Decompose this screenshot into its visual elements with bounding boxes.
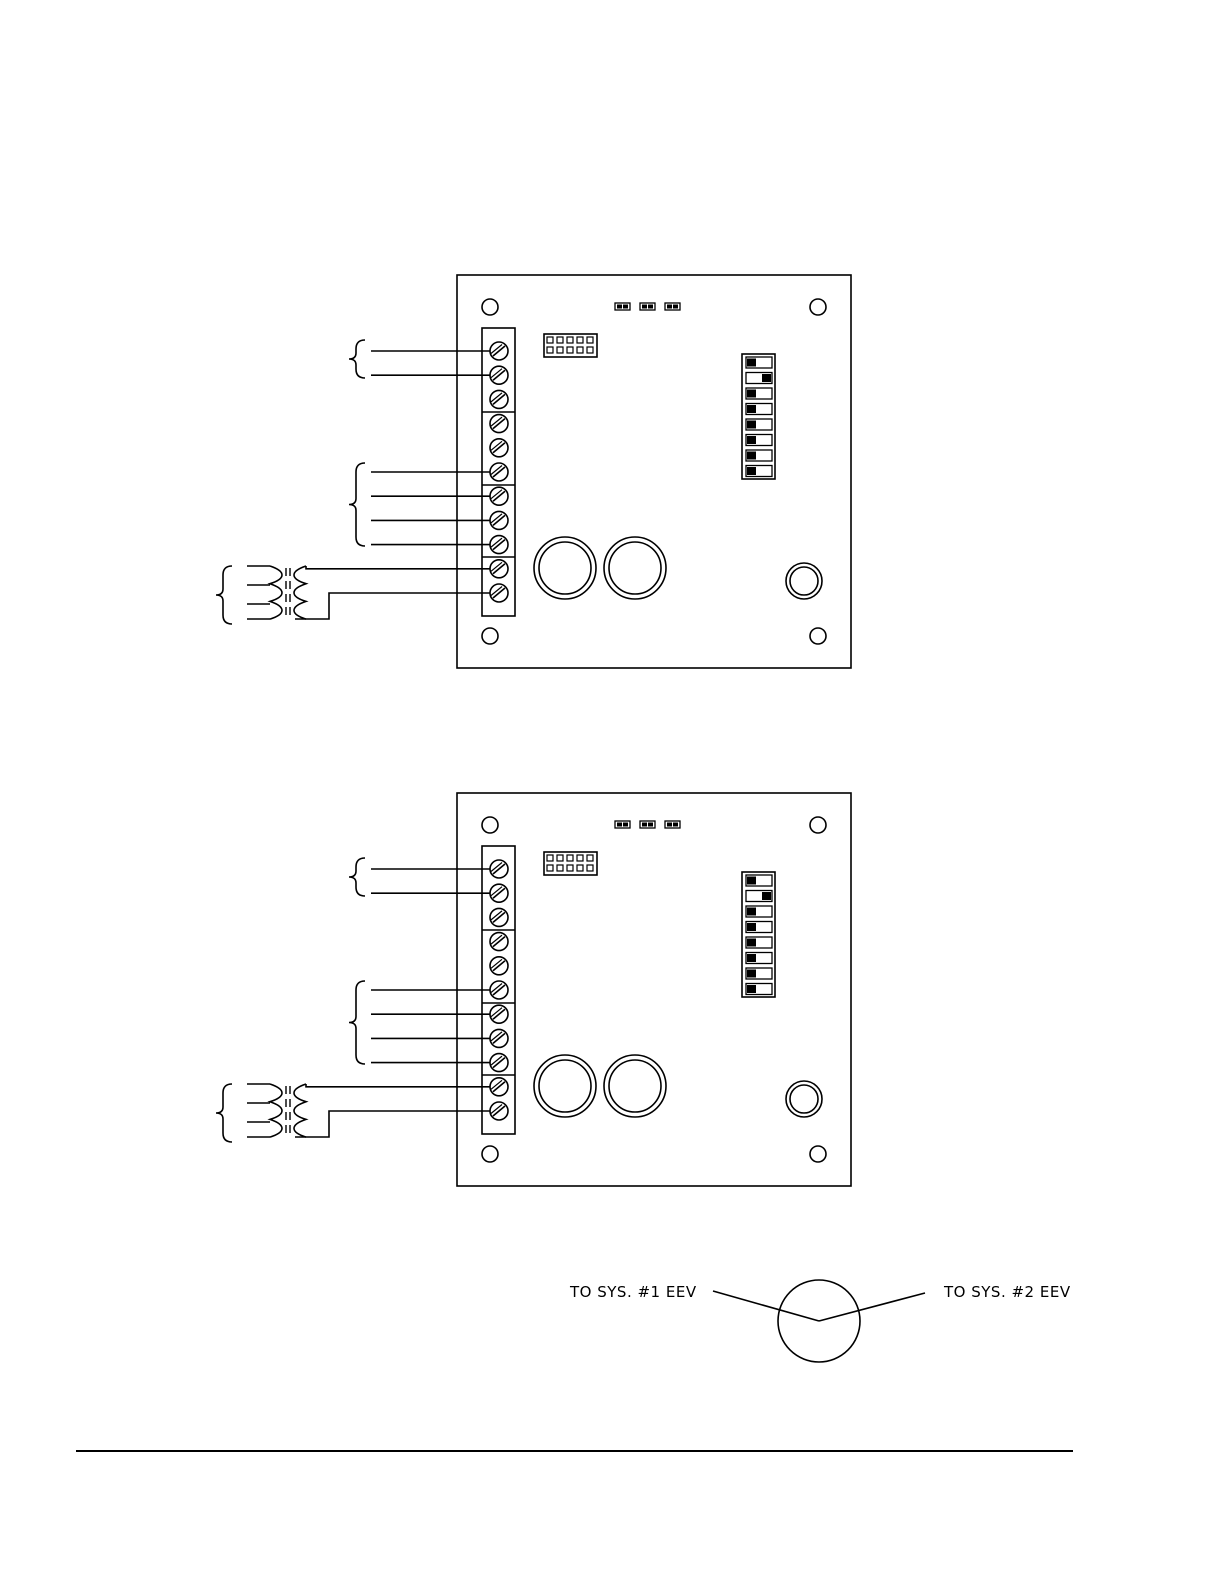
- capacitor-outer: [534, 1055, 596, 1117]
- led-lens: [667, 305, 672, 309]
- sensor-wire-2: [819, 1293, 925, 1321]
- secondary-wire: [295, 1111, 490, 1137]
- brace-top: [349, 340, 365, 378]
- header-pin: [557, 347, 563, 353]
- header-pin: [577, 865, 583, 871]
- dip-switch-knob: [747, 390, 756, 398]
- header-pin: [577, 855, 583, 861]
- board-2: [216, 793, 851, 1186]
- dip-switch-knob: [747, 877, 756, 885]
- dip-switch-knob: [747, 436, 756, 444]
- led-lens: [617, 823, 622, 827]
- led-lens: [623, 823, 628, 827]
- brace-top: [349, 858, 365, 896]
- sensor-assembly: TO SYS. #1 EEV TO SYS. #2 EEV: [569, 1280, 1071, 1362]
- mounting-hole: [482, 299, 498, 315]
- dip-switch-knob: [747, 939, 756, 947]
- secondary-wire: [295, 593, 490, 619]
- brace-transformer: [216, 566, 232, 624]
- dip-switch-knob: [747, 452, 756, 460]
- dip-switch-knob: [762, 374, 771, 382]
- header-pin: [587, 347, 593, 353]
- header-pin: [557, 865, 563, 871]
- capacitor-inner: [539, 542, 591, 594]
- dip-switch-knob: [747, 359, 756, 367]
- header-pin: [547, 347, 553, 353]
- header-pin: [557, 337, 563, 343]
- transformer-primary: [270, 566, 282, 619]
- header-pin: [577, 347, 583, 353]
- led-lens: [648, 823, 653, 827]
- header-pin: [587, 337, 593, 343]
- led-lens: [642, 305, 647, 309]
- transformer-secondary: [294, 566, 306, 619]
- board-1: [216, 275, 851, 668]
- header-pin: [567, 855, 573, 861]
- header-pin: [567, 337, 573, 343]
- led-lens: [673, 823, 678, 827]
- capacitor-outer: [604, 537, 666, 599]
- relay-inner: [790, 567, 818, 595]
- transformer-primary: [270, 1084, 282, 1137]
- boards-layer: [216, 275, 851, 1186]
- dip-switch-knob: [747, 954, 756, 962]
- led-lens: [648, 305, 653, 309]
- secondary-wire: [306, 566, 490, 569]
- dip-switch-knob: [747, 923, 756, 931]
- header-pin: [557, 855, 563, 861]
- mounting-hole: [810, 299, 826, 315]
- capacitor-inner: [609, 1060, 661, 1112]
- relay-outer: [786, 563, 822, 599]
- capacitor-outer: [604, 1055, 666, 1117]
- header-pin: [577, 337, 583, 343]
- capacitor-outer: [534, 537, 596, 599]
- pcb-outline: [457, 275, 851, 668]
- led-lens: [623, 305, 628, 309]
- dip-switch-knob: [747, 421, 756, 429]
- mounting-hole: [482, 628, 498, 644]
- header-pin: [567, 865, 573, 871]
- dip-switch-knob: [747, 467, 756, 475]
- header-pin: [547, 855, 553, 861]
- dip-switch-knob: [747, 405, 756, 413]
- transformer-secondary: [294, 1084, 306, 1137]
- sensor-label-sys1: TO SYS. #1 EEV: [569, 1283, 697, 1301]
- brace-middle: [349, 981, 365, 1064]
- brace-middle: [349, 463, 365, 546]
- dip-switch-knob: [747, 908, 756, 916]
- header-pin: [587, 865, 593, 871]
- led-lens: [673, 305, 678, 309]
- header-pin: [587, 855, 593, 861]
- mounting-hole: [810, 817, 826, 833]
- capacitor-inner: [609, 542, 661, 594]
- dip-switch-knob: [762, 892, 771, 900]
- mounting-hole: [482, 1146, 498, 1162]
- brace-transformer: [216, 1084, 232, 1142]
- dip-switch-knob: [747, 985, 756, 993]
- sensor-label-sys2: TO SYS. #2 EEV: [943, 1283, 1071, 1301]
- header-pin: [547, 337, 553, 343]
- sensor-wire-1: [713, 1291, 819, 1321]
- led-lens: [617, 305, 622, 309]
- secondary-wire: [306, 1084, 490, 1087]
- pcb-outline: [457, 793, 851, 1186]
- capacitor-inner: [539, 1060, 591, 1112]
- relay-outer: [786, 1081, 822, 1117]
- header-pin: [547, 865, 553, 871]
- header-pin: [567, 347, 573, 353]
- led-lens: [667, 823, 672, 827]
- mounting-hole: [810, 1146, 826, 1162]
- led-lens: [642, 823, 647, 827]
- mounting-hole: [482, 817, 498, 833]
- mounting-hole: [810, 628, 826, 644]
- relay-inner: [790, 1085, 818, 1113]
- dip-switch-knob: [747, 970, 756, 978]
